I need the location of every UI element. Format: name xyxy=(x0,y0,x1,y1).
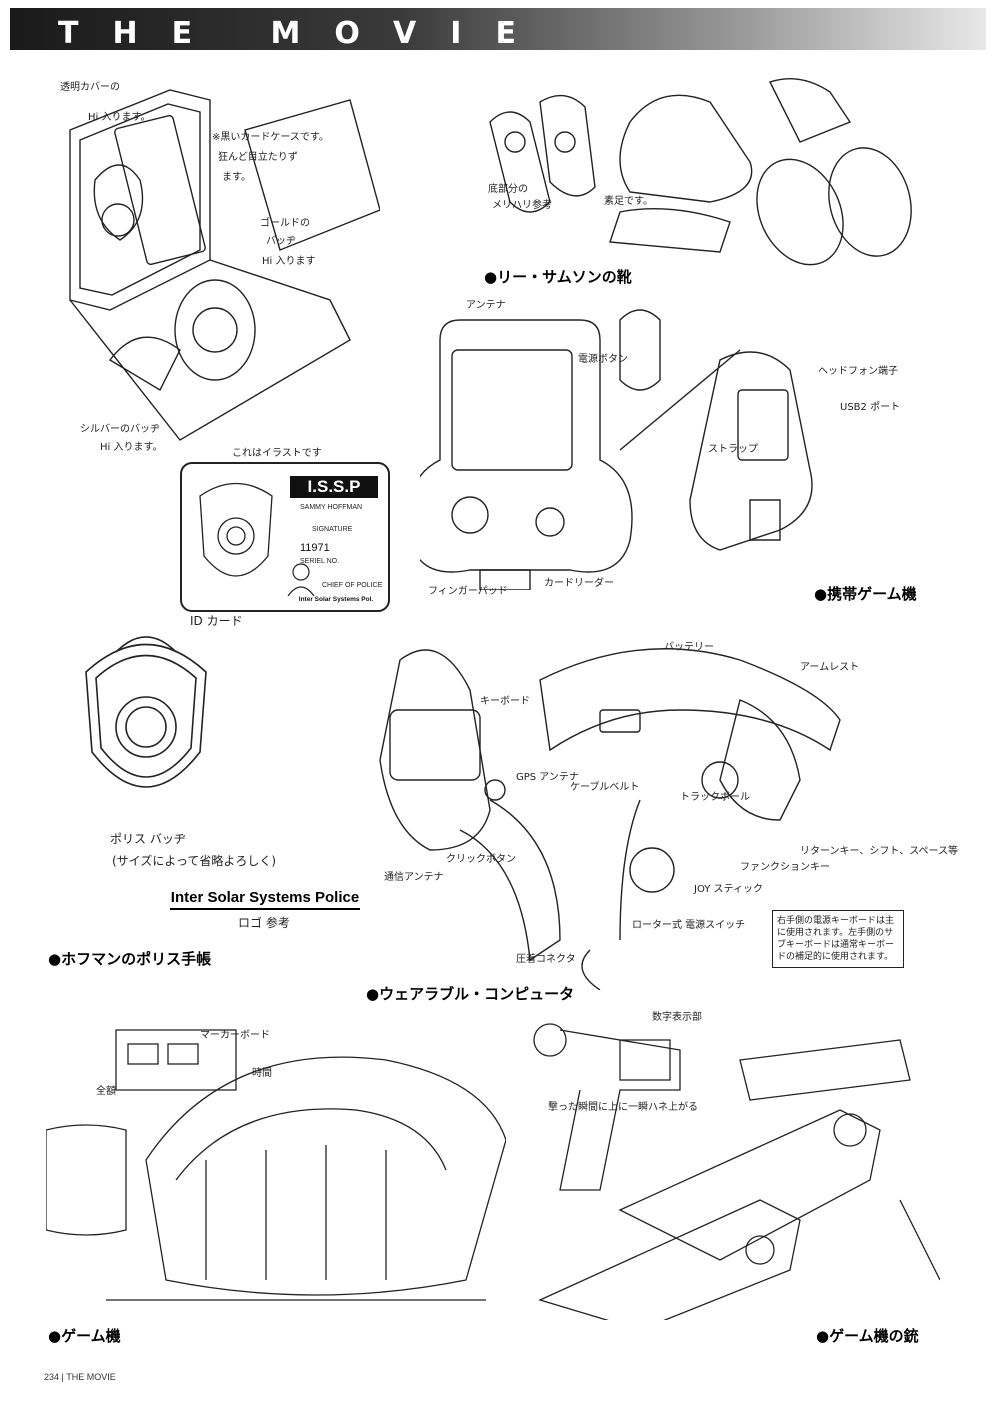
note-return-key: リターンキー、シフト、スペース等 xyxy=(800,846,958,857)
note-power: 電源ボタン xyxy=(578,354,628,365)
note-armrest: アームレスト xyxy=(800,662,860,673)
note-headphone: ヘッドフォン端子 xyxy=(818,366,898,377)
id-card-name: SAMMY HOFFMAN xyxy=(300,504,363,511)
note-usb: USB2 ポート xyxy=(840,402,901,413)
note-card-cover-hi: Hi 入ります。 xyxy=(88,112,151,123)
note-badge-logo: ロゴ 参考 xyxy=(238,916,290,930)
note-compressed: 圧着コネクタ xyxy=(516,954,576,965)
game-gun-sketch xyxy=(520,1000,940,1320)
note-card-case: ※黒いカードケースです。 xyxy=(212,132,329,143)
id-card-title: I.S.S.P xyxy=(290,476,378,498)
caption-shoes: ●リー・サムソンの靴 xyxy=(484,268,632,286)
id-card-caption: ID カード xyxy=(190,614,243,628)
note-gold-badge-2: バッヂ xyxy=(266,236,296,247)
note-game-gun: 数字表示部 xyxy=(652,1012,702,1023)
note-silver-badge: シルバーのバッヂ xyxy=(80,424,160,435)
note-function-key: ファンクションキー xyxy=(740,862,830,873)
caption-game-machine: ●ゲーム機 xyxy=(48,1327,121,1345)
id-card-photo xyxy=(287,563,315,596)
caption-wearable: ●ウェアラブル・コンピュータ xyxy=(366,985,575,1003)
police-badge-sketch xyxy=(66,622,226,812)
note-marker: マーカーボード xyxy=(200,1030,270,1041)
id-card-signature-label: SIGNATURE xyxy=(312,526,353,533)
id-card-badge-icon xyxy=(199,482,273,577)
note-badge-sub: (サイズによって省略よろしく) xyxy=(112,854,277,868)
note-click: クリックボタン xyxy=(446,854,516,865)
caption-handheld: ●携帯ゲーム機 xyxy=(814,585,917,603)
note-game-label: 全額 xyxy=(96,1086,116,1097)
id-card-org: Inter Solar Systems Pol. xyxy=(298,596,374,603)
caption-game-gun: ●ゲーム機の銃 xyxy=(816,1327,919,1345)
note-joy: JOY スティック xyxy=(694,884,763,895)
note-shoe-sole-2: メリハリ参考 xyxy=(492,200,552,211)
wearable-sketch xyxy=(340,620,910,990)
note-shoe-foot: 素足です。 xyxy=(604,196,653,207)
game-machine-sketch xyxy=(46,1000,506,1320)
caption-badge-book: ●ホフマンのポリス手帳 xyxy=(48,950,212,968)
note-gold-badge-3: Hi 入ります xyxy=(262,256,316,267)
note-card-case-2: 狂んど目立たりず xyxy=(218,152,298,163)
note-power-switch: ローター式 電源スイッチ xyxy=(632,920,746,931)
card-case-sketch xyxy=(40,60,380,450)
note-battery: バッテリー xyxy=(664,642,714,653)
badge-logo-reference: Inter Solar Systems Police xyxy=(170,889,360,910)
note-time: 時間 xyxy=(252,1068,272,1079)
note-shoe-sole: 底部分の xyxy=(488,184,528,195)
page-footer: 234 | THE MOVIE xyxy=(44,1372,116,1382)
id-card: I.S.S.P SAMMY HOFFMAN SIGNATURE 11971 SE… xyxy=(180,462,390,612)
id-card-serial-number: 11971 xyxy=(300,542,330,554)
note-finger-pad: フィンガーパッド xyxy=(428,586,508,597)
shoes-sketch xyxy=(470,62,925,267)
note-keyboard: キーボード xyxy=(480,696,530,707)
note-antenna: アンテナ xyxy=(466,300,506,311)
note-side-box: 右手側の電源キーボードは主に使用されます。左手側のサブキーボードは通常キーボード… xyxy=(772,910,904,968)
note-gps: GPS アンテナ xyxy=(516,772,579,783)
note-card-cover: 透明カバーの xyxy=(60,82,120,93)
note-gold-badge: ゴールドの xyxy=(260,218,310,229)
header-bar xyxy=(10,8,986,50)
note-badge: ポリス バッヂ xyxy=(110,832,186,846)
id-card-chief-label: CHIEF OF POLICE xyxy=(322,582,383,589)
note-id-card-top: これはイラストです xyxy=(232,448,322,459)
id-card-serial-label: SERIEL NO. xyxy=(300,558,340,565)
note-comm-antenna: 通信アンテナ xyxy=(384,872,444,883)
page-title: THE MOVIE xyxy=(58,16,550,51)
note-trackball: トラックボール xyxy=(680,792,750,803)
note-strap: ストラップ xyxy=(708,444,758,455)
note-card-case-3: ます。 xyxy=(222,172,251,183)
note-cable-belt: ケーブルベルト xyxy=(570,782,640,793)
note-card-slot: カードリーダー xyxy=(544,578,614,589)
note-silver-badge-2: Hi 入ります。 xyxy=(100,442,163,453)
page-number: 234 xyxy=(44,1372,60,1382)
note-gun: 撃った瞬間に上に一瞬ハネ上がる xyxy=(548,1102,698,1113)
footer-section: THE MOVIE xyxy=(66,1372,116,1382)
handheld-sketch xyxy=(420,300,840,590)
footer-separator: | xyxy=(61,1372,67,1382)
